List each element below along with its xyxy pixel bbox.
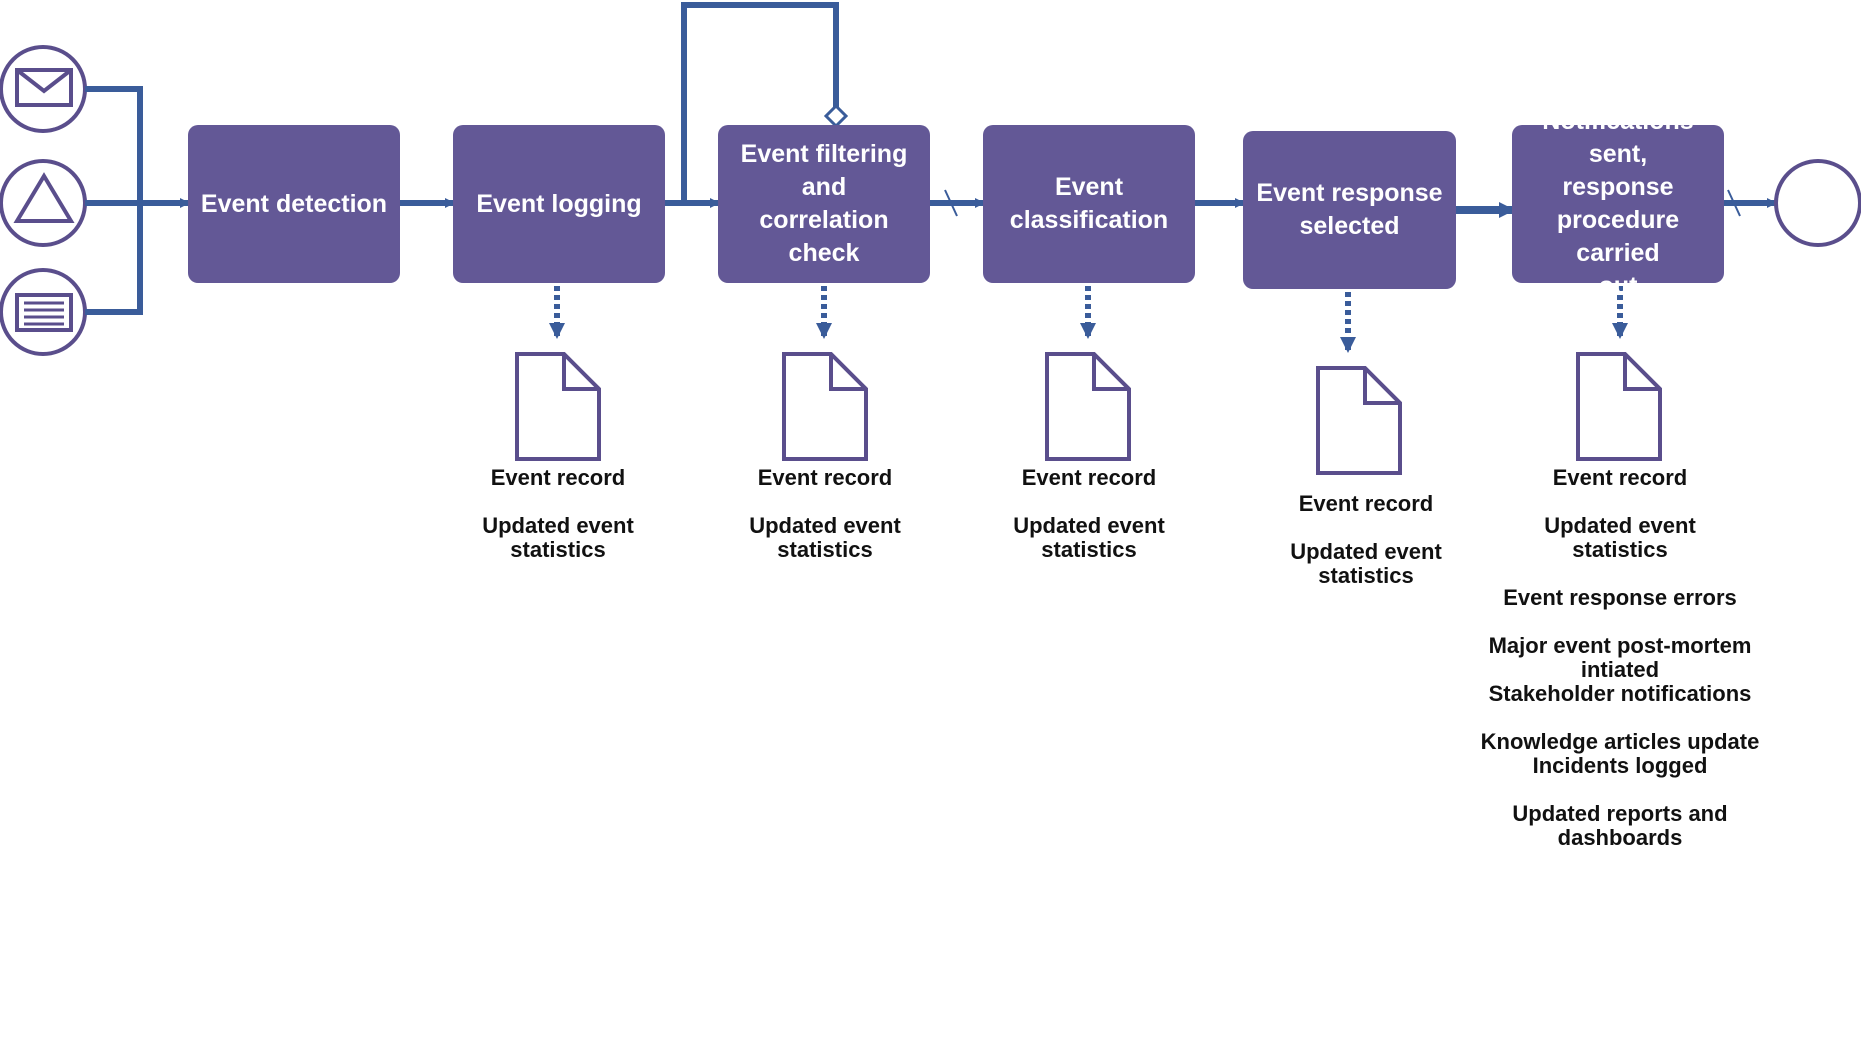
output-item: Event record [490, 465, 626, 490]
start-event-envelope [0, 45, 87, 133]
activity-label: Event filtering and correlation check [740, 140, 908, 267]
outputs-response: Event record Updated event statistics [1216, 492, 1516, 588]
activity-notifications-sent[interactable]: Notifications sent, response procedure c… [1512, 107, 1724, 300]
outputs-filtering: Event record Updated event statistics [675, 466, 975, 562]
output-item: Event record [1021, 465, 1157, 490]
loop-back-connector [681, 2, 849, 203]
flow-arrow-notifications-to-end [1724, 189, 1777, 217]
activity-event-logging[interactable]: Event logging [453, 125, 665, 283]
triangle-icon [13, 172, 75, 223]
output-item: Updated event statistics [749, 513, 901, 562]
activity-event-classification[interactable]: Event classification [983, 125, 1195, 283]
outputs-notifications: Event record Updated event statistics Ev… [1470, 466, 1770, 850]
envelope-icon [15, 68, 73, 107]
end-circle-icon [1774, 159, 1861, 247]
output-item: Updated event statistics [1290, 539, 1442, 588]
activity-label: Notifications sent, response procedure c… [1542, 107, 1694, 300]
document-icon-notifications [1576, 352, 1662, 461]
output-item: Event record [1552, 465, 1688, 490]
activity-label: Event logging [476, 189, 642, 218]
activity-label: Event response selected [1256, 179, 1443, 240]
document-icon-logging [515, 352, 601, 461]
output-item: Updated event statistics [482, 513, 634, 562]
activity-label: Event detection [200, 189, 388, 218]
activity-event-response-selected[interactable]: Event response selected [1243, 131, 1456, 289]
output-item: Major event post-mortem intiated Stakeho… [1488, 633, 1752, 706]
loop-diamond [823, 103, 849, 129]
outputs-classification: Event record Updated event statistics [939, 466, 1239, 562]
output-item: Event record [1298, 491, 1434, 516]
outputs-logging: Event record Updated event statistics [408, 466, 708, 562]
start-event-triangle [0, 159, 87, 247]
output-item: Knowledge articles update Incidents logg… [1480, 729, 1760, 778]
output-item: Event response errors [1503, 585, 1737, 610]
output-item: Updated reports and dashboards [1512, 801, 1728, 850]
flow-arrow-filtering-to-classification [930, 189, 985, 217]
list-icon [15, 293, 73, 332]
output-item: Updated event statistics [1544, 513, 1696, 562]
start-merge-connector [85, 86, 143, 315]
activity-event-detection[interactable]: Event detection [188, 125, 400, 283]
activity-event-filtering[interactable]: Event filtering and correlation check [718, 125, 930, 283]
output-item: Updated event statistics [1013, 513, 1165, 562]
start-event-list [0, 268, 87, 356]
document-icon-classification [1045, 352, 1131, 461]
document-icon-response [1316, 366, 1402, 475]
output-item: Event record [757, 465, 893, 490]
document-icon-filtering [782, 352, 868, 461]
activity-label: Event classification [1009, 173, 1169, 234]
